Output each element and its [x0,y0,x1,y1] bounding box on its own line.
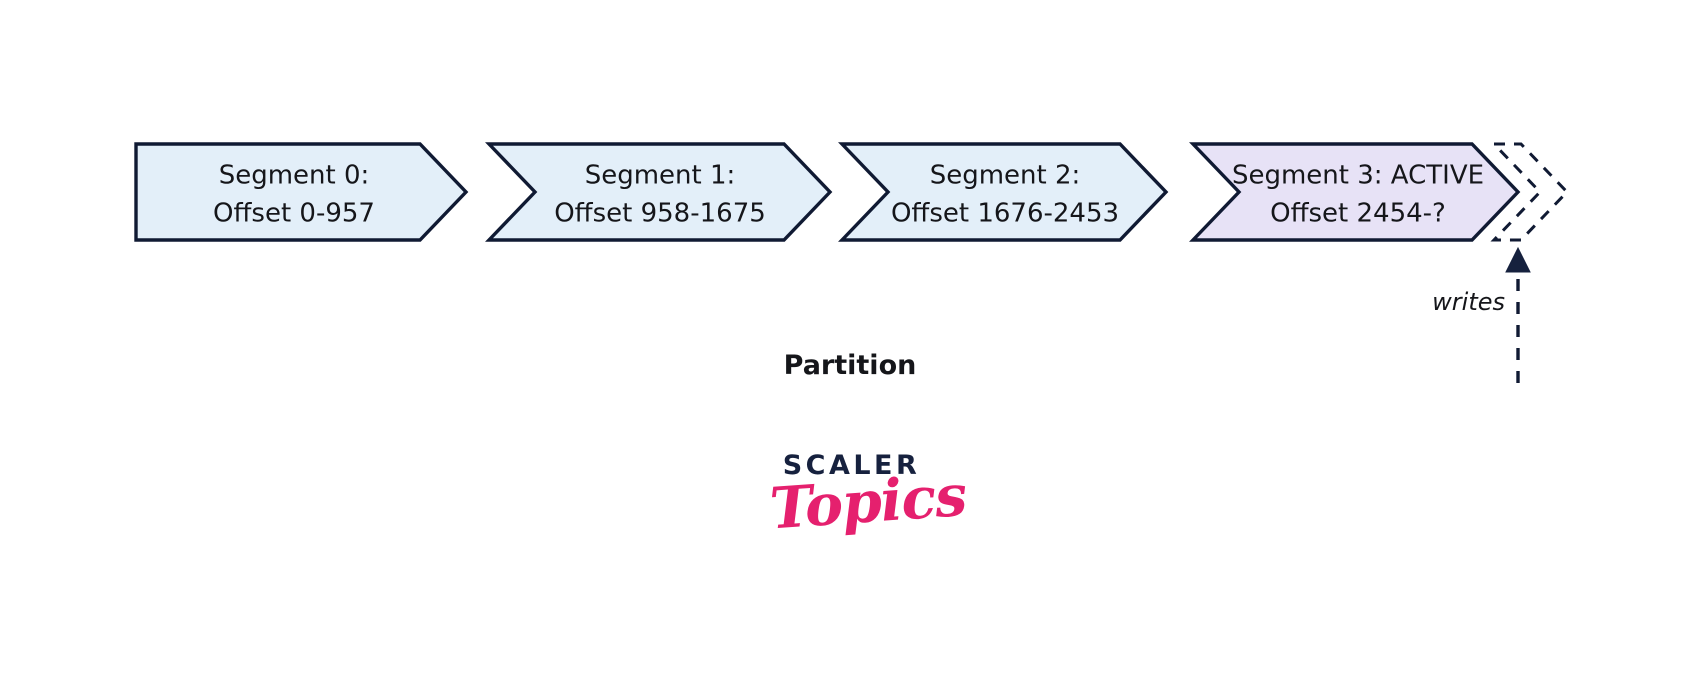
segment-1-line1: Segment 1: [585,161,736,191]
writes-arrow-head-icon [1505,246,1531,273]
segment-0-line1: Segment 0: [219,161,370,191]
segment-3-shape [1189,142,1521,242]
segment-2-line2: Offset 1676-2453 [891,199,1119,229]
segment-3-line1: Segment 3: ACTIVE [1232,161,1484,191]
logo-secondary-word: Topics [767,461,969,543]
writes-label: writes [1432,288,1505,316]
segment-2: Segment 2: Offset 1676-2453 [838,142,1169,242]
scaler-topics-logo: SCALER Topics [768,450,968,543]
logo-primary-word: SCALER [782,450,921,481]
writes-arrow: writes [1432,246,1531,383]
partition-label: Partition [784,350,917,381]
segment-3-line2: Offset 2454-? [1270,199,1446,229]
segment-2-shape [838,142,1169,242]
segment-next-placeholder [1490,142,1570,242]
segment-1: Segment 1: Offset 958-1675 [485,142,833,242]
segment-1-line2: Offset 958-1675 [554,199,766,229]
segment-0-shape [134,142,469,242]
segment-0-line2: Offset 0-957 [213,199,375,229]
segment-1-shape [485,142,833,242]
segment-next-shape [1490,142,1570,242]
segment-0: Segment 0: Offset 0-957 [134,142,469,242]
segment-3-active: Segment 3: ACTIVE Offset 2454-? [1189,142,1521,242]
segment-2-line1: Segment 2: [930,161,1081,191]
